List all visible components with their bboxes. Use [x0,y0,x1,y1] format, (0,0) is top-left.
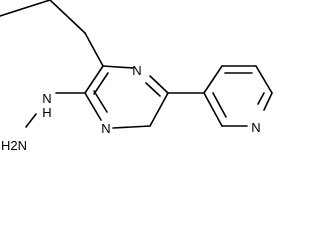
atom-label-hydrazine-n: N [42,91,51,106]
hydrazine-group [25,92,86,128]
bond-ring-n1-c2-double [93,90,108,113]
atom-label-hydrazine-nh2: H2N [1,138,27,153]
bond-ring-c3-n4 [102,65,134,69]
bond-propyl-3 [84,32,104,67]
atom-label-n-pyridine: N [251,120,260,135]
bond-py-4 [263,92,273,111]
bond-nh-nh2 [25,113,37,128]
bond-py-1 [203,65,223,94]
propyl-chain [0,0,104,67]
atom-label-n-ring-bottom: N [101,121,110,136]
bond-ring-c6-n1 [112,125,151,129]
bond-ring-n4-c5 [149,75,169,94]
chemical-structure-diagram: N N N N H H2N [0,0,273,153]
bond-ring-c2-c3-double [93,72,109,95]
bond-ring-c5-c6 [149,92,169,127]
bond-ring-n4-c5-double [145,82,161,97]
bond-propyl-2 [49,0,86,34]
pyridine-ring [203,65,273,127]
bond-ring-n1-c2 [84,92,102,121]
bond-py-6 [203,92,223,127]
bond-propyl-1 [0,0,51,17]
pyrazine-ring [84,65,169,129]
bond-py-6-double [212,92,227,118]
bond-ring-c2-c3 [84,65,104,94]
atom-label-hydrazine-h: H [42,105,51,120]
bond-py-4-double [257,92,265,105]
bond-py-3 [255,65,273,94]
atom-label-n-ring-top: N [132,63,141,78]
